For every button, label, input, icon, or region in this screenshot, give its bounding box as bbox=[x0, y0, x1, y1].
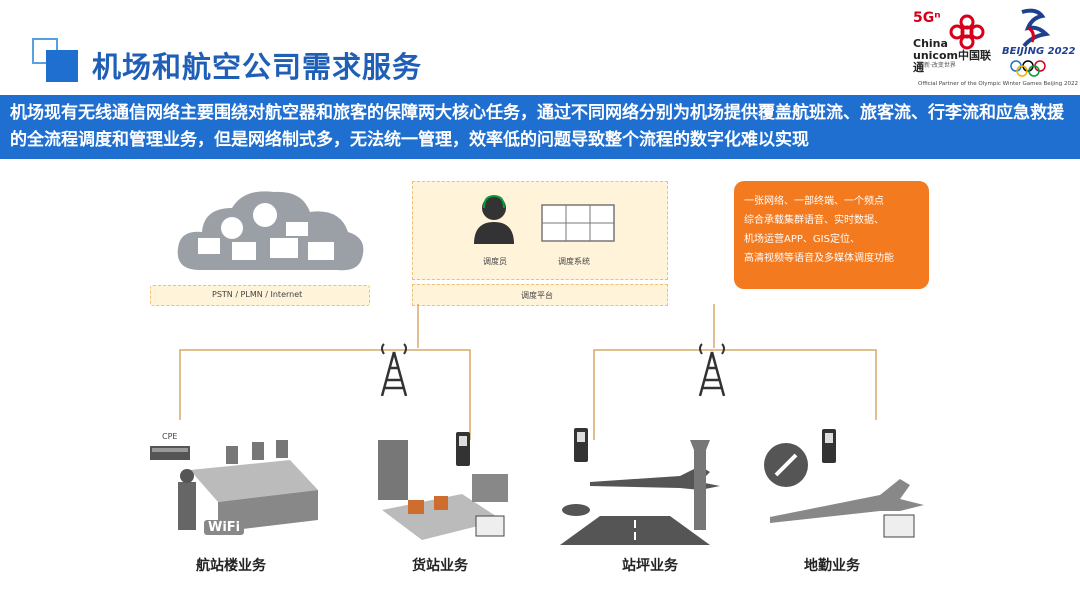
page-title: 机场和航空公司需求服务 bbox=[92, 50, 423, 84]
cpe-router-icon bbox=[150, 446, 190, 460]
terminal-checkin-illustration bbox=[178, 440, 318, 532]
beijing-2022-emblem bbox=[1010, 8, 1051, 77]
dispatcher-label: 调度员 bbox=[483, 257, 507, 266]
dispatcher-headset-icon bbox=[474, 194, 514, 244]
cell-tower-icon bbox=[380, 343, 408, 396]
cell-tower-icon bbox=[698, 343, 726, 396]
apron-runway-illustration bbox=[560, 428, 720, 545]
feature-note-line: 机场运营APP、GIS定位、 bbox=[744, 234, 860, 245]
feature-note-panel bbox=[734, 181, 929, 289]
service-label-terminal: 航站楼业务 bbox=[196, 558, 266, 574]
ground-service-illustration bbox=[764, 429, 924, 538]
wifi-badge: WiFi bbox=[204, 520, 245, 535]
official-partner-text: Official Partner of the Olympic Winter G… bbox=[918, 81, 1078, 87]
title-decoration-block bbox=[46, 50, 78, 82]
cloud-icon bbox=[177, 191, 364, 271]
dispatch-center-panel bbox=[412, 181, 668, 280]
feature-note-line: 综合承载集群语音、实时数据、 bbox=[744, 215, 884, 226]
network-label-box bbox=[150, 285, 370, 306]
china-unicom-knot-logo bbox=[949, 14, 985, 50]
cargo-warehouse-illustration bbox=[378, 432, 508, 540]
beijing-2022-text: BEIJING 2022 bbox=[1002, 46, 1076, 57]
5g-logo: 5Gⁿ bbox=[913, 10, 941, 26]
description-text: 机场现有无线通信网络主要围绕对航空器和旅客的保障两大核心任务，通过不同网络分别为… bbox=[10, 103, 1064, 150]
service-label-ground: 地勤业务 bbox=[804, 558, 860, 574]
network-label: PSTN / PLMN / Internet bbox=[212, 290, 303, 299]
unicom-slogan: 创新·改变世界 bbox=[918, 62, 956, 69]
feature-note-line: 高清视频等语音及多媒体调度功能 bbox=[744, 253, 894, 264]
cpe-label: CPE bbox=[162, 432, 178, 441]
service-label-apron: 站坪业务 bbox=[622, 558, 678, 574]
feature-note-line: 一张网络、一部终端、一个频点 bbox=[744, 196, 884, 207]
china-unicom-wordmark: China unicom中国联通 bbox=[913, 37, 991, 74]
dispatch-platform-label: 调度平台 bbox=[521, 291, 553, 300]
description-banner bbox=[0, 95, 1080, 159]
service-label-cargo: 货站业务 bbox=[412, 558, 468, 574]
dispatch-screen-icon bbox=[541, 204, 615, 242]
feature-note-text: 一张网络、一部终端、一个频点 综合承载集群语音、实时数据、 机场运营APP、GI… bbox=[744, 192, 924, 268]
dispatch-platform-box bbox=[412, 284, 668, 306]
dispatch-system-label: 调度系统 bbox=[558, 257, 590, 266]
